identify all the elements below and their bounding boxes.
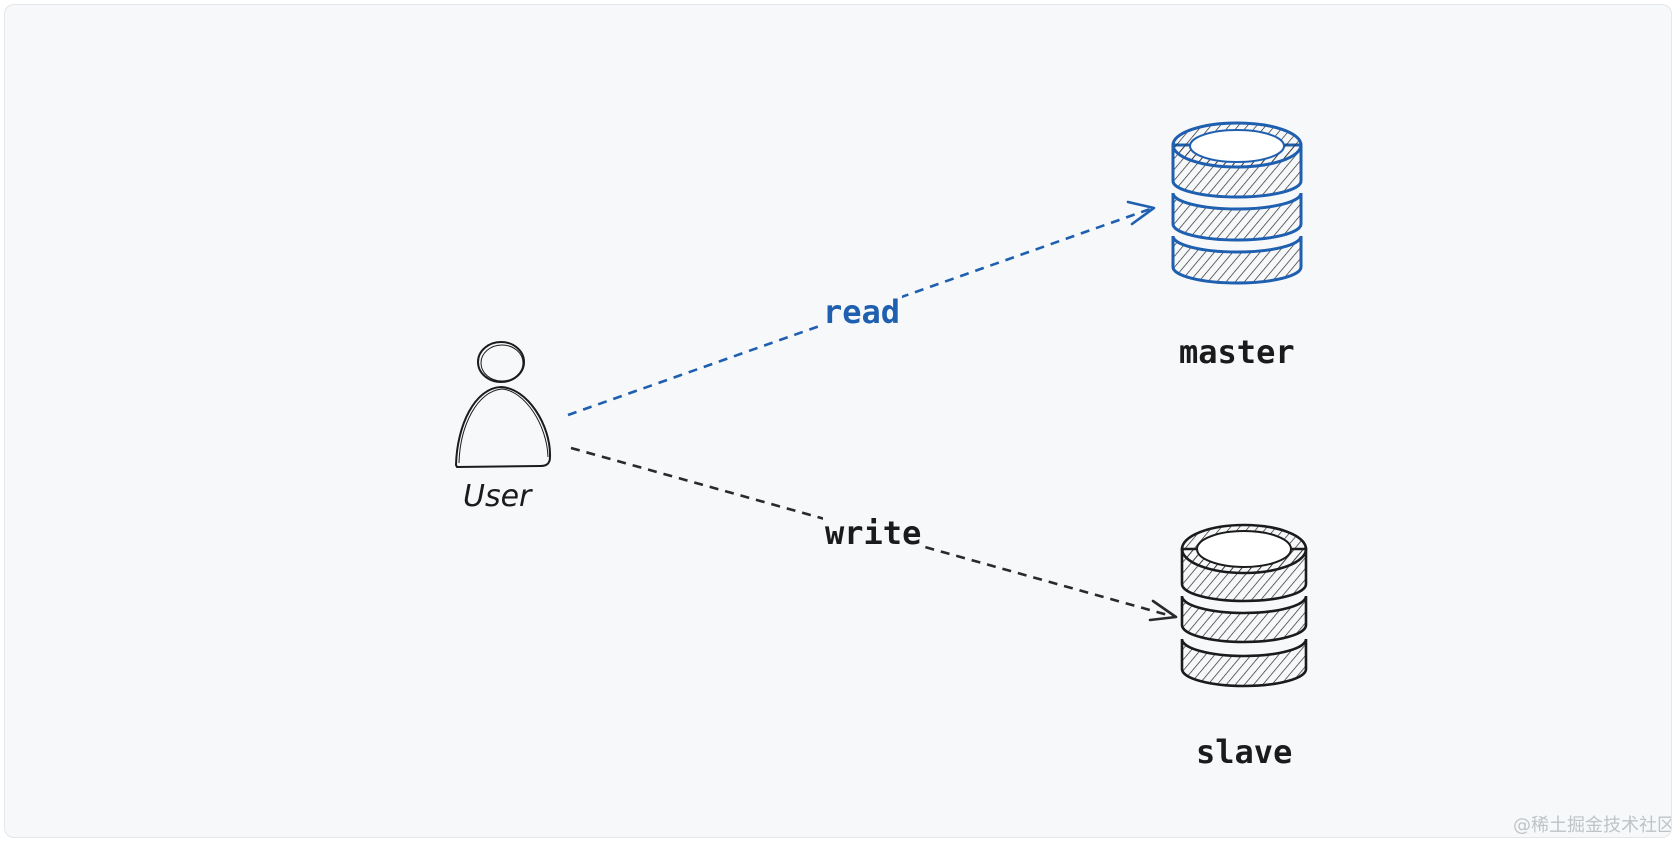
write-edge (570, 446, 1178, 622)
diagram-svg (454, 121, 1308, 688)
slave-database-icon (1180, 523, 1308, 688)
user-node-label: User (463, 479, 532, 514)
diagram-canvas: read write User master slave @稀土掘金技术社区 (4, 4, 1672, 838)
write-arrowhead-icon (1148, 599, 1178, 622)
watermark-text: @稀土掘金技术社区 (1513, 815, 1672, 836)
read-arrowhead-icon (1126, 200, 1156, 226)
slave-node-label: slave (1196, 733, 1293, 771)
master-database-icon (1171, 121, 1303, 285)
user-icon (454, 341, 552, 469)
master-node-label: master (1179, 333, 1295, 371)
read-edge-label: read (821, 293, 903, 331)
write-edge-label: write (823, 514, 924, 552)
